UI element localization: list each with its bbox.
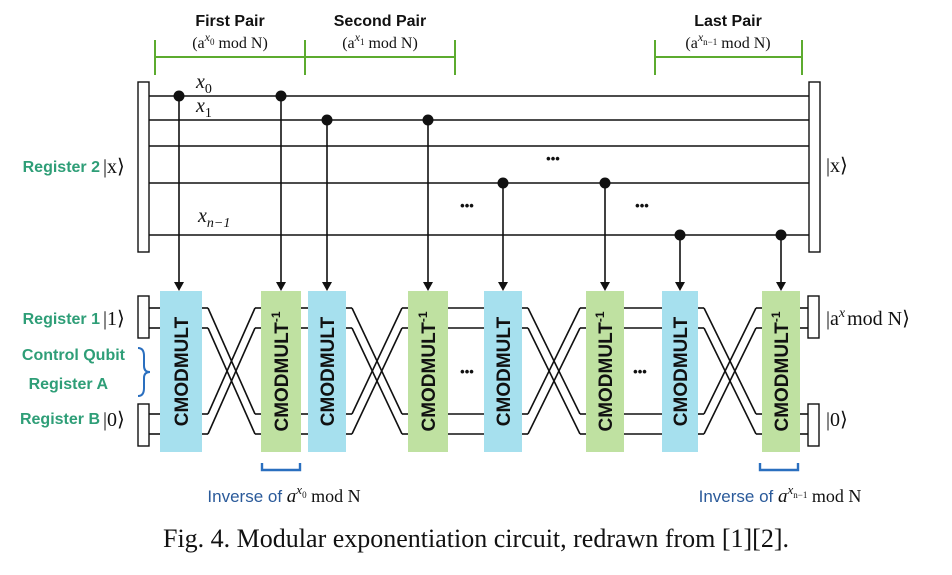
gate-box <box>160 291 202 452</box>
control-arrow-3 <box>423 282 433 291</box>
bracket-second <box>305 40 456 75</box>
gate-label: CMODMULT-1 <box>769 311 793 431</box>
ellipsis-lower-2: ••• <box>633 364 647 379</box>
register2-ket-in: |x⟩ <box>103 156 125 178</box>
gate-label: CMODMULT-1 <box>416 311 440 431</box>
gate-box <box>261 291 301 452</box>
pair-first-subtitle: (ax0 mod N) <box>192 30 268 52</box>
control-lines <box>173 90 787 291</box>
inverse-bracket-last <box>758 463 800 472</box>
registerB-input-box <box>137 403 150 447</box>
register1-label: Register 1 <box>23 311 100 328</box>
control-dot-2 <box>321 114 333 126</box>
qubit-xn-label: xn−1 <box>197 205 230 231</box>
inverse-bracket-first <box>260 463 302 472</box>
gates: CMODMULT CMODMULT-1 CMODMULT CMODMULT-1 CMOD… <box>160 291 800 452</box>
wire-cross <box>351 327 403 435</box>
gate-box <box>662 291 698 452</box>
ellipsis-r2-3: ••• <box>635 198 649 213</box>
cmodmult-inverse-gate: CMODMULT-1 <box>586 291 624 452</box>
cmodmult-gate: CMODMULT <box>308 291 346 452</box>
control-arrow-0 <box>174 282 184 291</box>
wire-cross <box>351 307 403 415</box>
control-dot-3 <box>422 114 434 126</box>
register2-ket-out: |x⟩ <box>826 155 848 177</box>
register1-input-box <box>137 295 150 339</box>
wire-cross <box>207 307 256 415</box>
inverse-label-first: Inverse of ax0 mod N <box>207 482 360 507</box>
control-arrow-7 <box>776 282 786 291</box>
control-arrow-6 <box>675 282 685 291</box>
control-dot-0 <box>173 90 185 102</box>
wire-cross <box>703 307 757 415</box>
pair-first-title: First Pair <box>195 13 264 30</box>
gate-label: CMODMULT <box>671 316 692 426</box>
control-arrow-2 <box>322 282 332 291</box>
pair-brackets <box>154 40 803 75</box>
pair-last-subtitle: (axn−1 mod N) <box>685 30 770 52</box>
register2-label: Register 2 <box>23 159 100 176</box>
gate-box <box>408 291 448 452</box>
registerB-label: Register B <box>20 411 100 428</box>
gate-box <box>762 291 800 452</box>
registerB-output-box <box>807 403 820 447</box>
lower-wires <box>149 307 808 435</box>
cmodmult-gate: CMODMULT <box>160 291 202 452</box>
control-qubit-label: Control Qubit <box>22 347 126 364</box>
gate-label: CMODMULT <box>318 316 339 426</box>
register2-input-box <box>137 81 150 253</box>
wire-cross <box>527 327 581 435</box>
cmodmult-inverse-gate: CMODMULT-1 <box>261 291 301 452</box>
control-dot-4 <box>497 177 509 189</box>
cmodmult-inverse-gate: CMODMULT-1 <box>762 291 800 452</box>
pair-second-heading: Second Pair (ax1 mod N) <box>334 13 426 52</box>
control-brace <box>137 347 151 397</box>
qubit-x1-label: x1 <box>195 95 212 121</box>
wire-cross <box>207 327 256 435</box>
pair-second-subtitle: (ax1 mod N) <box>342 30 418 52</box>
control-arrow-1 <box>276 282 286 291</box>
gate-box <box>586 291 624 452</box>
control-dot-6 <box>674 229 686 241</box>
inverse-label-last: Inverse of axn−1 mod N <box>699 482 862 507</box>
register1-ket-in: |1⟩ <box>103 308 125 330</box>
register2-wires <box>148 95 810 236</box>
register1-output-box <box>807 295 820 339</box>
registerB-ket-out: |0⟩ <box>826 409 848 431</box>
bracket-last <box>654 40 803 75</box>
circuit-diagram: First Pair (ax0 mod N) Second Pair (ax1 … <box>20 13 910 507</box>
ellipsis-lower-1: ••• <box>460 364 474 379</box>
control-dot-1 <box>275 90 287 102</box>
gate-label: CMODMULT <box>172 316 193 426</box>
gate-box <box>484 291 522 452</box>
ellipsis-r2-2: ••• <box>460 198 474 213</box>
qubit-x0-label: x0 <box>195 71 212 97</box>
control-dot-5 <box>599 177 611 189</box>
register2-output-box <box>808 81 821 253</box>
pair-second-title: Second Pair <box>334 13 426 30</box>
register-a-label: Register A <box>29 376 109 393</box>
control-dot-7 <box>775 229 787 241</box>
cmodmult-gate: CMODMULT <box>484 291 522 452</box>
pair-first-heading: First Pair (ax0 mod N) <box>192 13 268 52</box>
wire-cross <box>527 307 581 415</box>
control-arrow-4 <box>498 282 508 291</box>
gate-box <box>308 291 346 452</box>
pair-last-title: Last Pair <box>694 13 762 30</box>
ellipsis-r2-1: ••• <box>546 151 560 166</box>
figure-caption: Fig. 4. Modular exponentiation circuit, … <box>163 524 789 553</box>
gate-label: CMODMULT-1 <box>269 311 293 431</box>
registerB-ket-in: |0⟩ <box>103 409 125 431</box>
gate-label: CMODMULT <box>494 316 515 426</box>
control-arrow-5 <box>600 282 610 291</box>
cmodmult-inverse-gate: CMODMULT-1 <box>408 291 448 452</box>
wire-cross <box>703 327 757 435</box>
gate-label: CMODMULT-1 <box>593 311 617 431</box>
cmodmult-gate: CMODMULT <box>662 291 698 452</box>
pair-last-heading: Last Pair (axn−1 mod N) <box>685 13 770 52</box>
